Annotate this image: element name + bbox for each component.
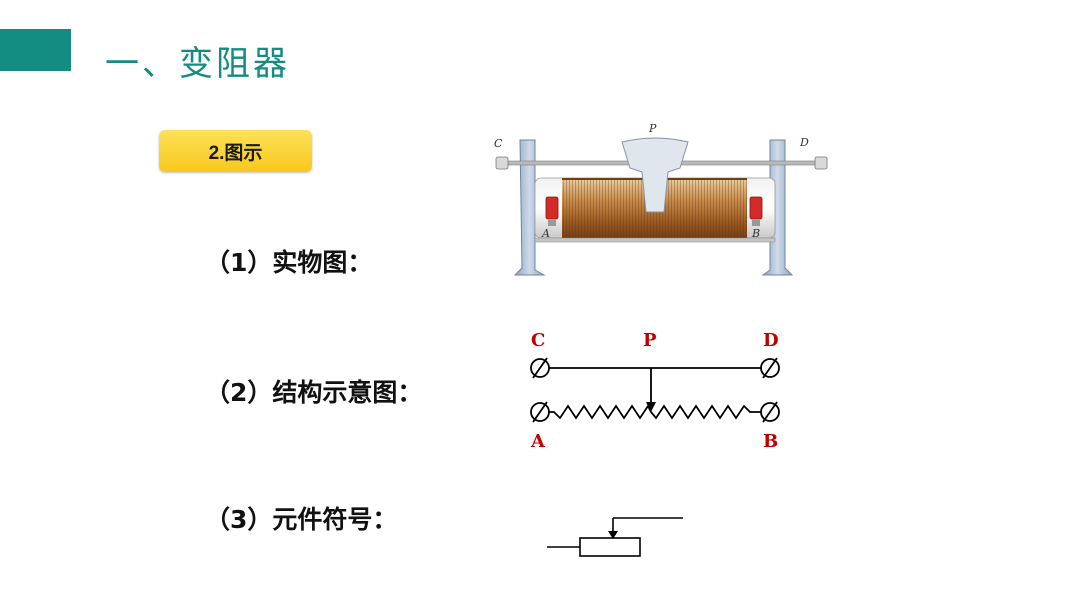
diagram-label-b: B xyxy=(763,431,778,452)
section-badge: 2.图示 xyxy=(159,130,312,172)
diagram-label-d: D xyxy=(763,330,779,351)
photo-label-p: P xyxy=(648,122,657,135)
rheostat-photo: C D P A B xyxy=(494,122,828,276)
rheostat-symbol xyxy=(547,517,683,557)
photo-label-a: A xyxy=(541,227,550,240)
diagram-label-p: P xyxy=(643,330,657,351)
item-symbol-label: （3）元件符号： xyxy=(205,505,398,534)
structure-diagram: C P D A B xyxy=(530,330,780,452)
photo-label-d: D xyxy=(799,136,809,149)
diagram-label-a: A xyxy=(530,431,546,452)
title-accent-block xyxy=(0,29,71,71)
photo-label-c: C xyxy=(494,137,503,150)
photo-label-b: B xyxy=(751,227,760,240)
diagram-label-c: C xyxy=(531,330,545,351)
item-structure-label: （2）结构示意图： xyxy=(205,378,423,407)
page-title: 一、变阻器 xyxy=(105,44,290,84)
item-physical-label: （1）实物图： xyxy=(205,248,373,277)
